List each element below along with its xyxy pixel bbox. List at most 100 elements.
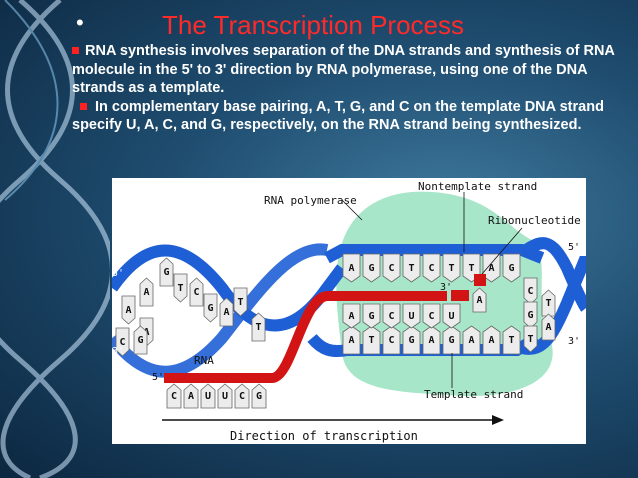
template-base: T <box>508 335 514 346</box>
rna-tail-base: A <box>188 391 194 402</box>
template-base: T <box>368 335 374 346</box>
nontemplate-base: T <box>468 263 474 274</box>
rna-bubble-base-tile <box>442 303 461 329</box>
nontemplate-base: A <box>348 263 354 274</box>
square-bullet-icon <box>72 47 79 54</box>
body-text: RNA synthesis involves separation of the… <box>72 42 622 135</box>
left-helix-base: C <box>119 337 125 348</box>
rna-bubble-base: G <box>368 311 374 322</box>
template-base: C <box>388 335 394 346</box>
dna-helix-decoration-icon <box>0 0 110 478</box>
slide-title: The Transcription Process <box>162 10 465 40</box>
rna-bubble-base: C <box>428 311 434 322</box>
rna-strand <box>164 291 447 383</box>
paragraph-2-text: In complementary base pairing, A, T, G, … <box>72 98 604 134</box>
rna-bubble-base-tile <box>402 303 421 329</box>
rna-tail-base: G <box>256 391 262 402</box>
rna-tail-base: C <box>239 391 245 402</box>
template-base: G <box>408 335 414 346</box>
nontemplate-base-tile <box>362 253 381 283</box>
right-helix-base: G <box>527 310 533 321</box>
left-helix-base-tile <box>139 277 154 307</box>
left-helix-base: A <box>143 287 149 298</box>
nontemplate-base: G <box>368 263 374 274</box>
ribonucleotide-marker <box>474 274 486 286</box>
left-helix-base-tile <box>251 312 266 342</box>
rna-tail-base-tile <box>217 383 233 409</box>
template-base: A <box>428 335 434 346</box>
label-rna-3prime: 3' <box>440 282 452 293</box>
left-helix-base: C <box>193 287 199 298</box>
nontemplate-base-tile <box>342 253 361 283</box>
rna-tail-base-tile <box>183 383 199 409</box>
dna-strand-right-bottom <box>520 254 586 355</box>
leader-rna-polymerase <box>341 199 363 221</box>
rna-bubble-base-tile <box>362 303 381 329</box>
nontemplate-base-tile <box>382 253 401 283</box>
left-helix-base-tile <box>189 277 204 307</box>
left-helix-base-tile <box>173 273 188 303</box>
left-helix-base: A <box>223 307 229 318</box>
transcription-diagram: AAAGTCGATTCGAGCTCTTAGATCGAGAATAGCUCUCTGA… <box>112 178 586 444</box>
right-helix-base-tile <box>541 313 556 341</box>
rna-tail-base: U <box>205 391 211 402</box>
left-helix-base: T <box>255 322 261 333</box>
label-template-strand: Template strand <box>424 388 523 401</box>
template-base: G <box>448 335 454 346</box>
rna-tail-base: C <box>171 391 177 402</box>
label-nontemplate-strand: Nontemplate strand <box>418 180 537 193</box>
template-base-tile <box>502 325 521 355</box>
right-helix-base: T <box>527 334 533 345</box>
left-helix-base-tile <box>203 293 218 323</box>
nontemplate-base-tile <box>422 253 441 283</box>
template-base-tile <box>482 325 501 355</box>
nontemplate-base: T <box>408 263 414 274</box>
paragraph-1-text: RNA synthesis involves separation of the… <box>72 43 615 96</box>
right-helix-base-tile <box>523 277 538 305</box>
left-helix-base: A <box>125 305 131 316</box>
left-helix-base-tile <box>115 327 130 357</box>
ribonucleotide-base-tile <box>472 287 487 313</box>
right-helix-base-tile <box>541 289 556 317</box>
dna-strand-left-top <box>112 244 347 332</box>
label-rna-5prime: 5' <box>152 372 164 383</box>
right-helix-base: C <box>527 286 533 297</box>
left-helix-base-tile <box>159 257 174 287</box>
rna-bubble-base: U <box>448 311 454 322</box>
left-helix-base: G <box>163 267 169 278</box>
paragraph-1: RNA synthesis involves separation of the… <box>72 42 622 98</box>
rna-bubble-base-tile <box>422 303 441 329</box>
nontemplate-base-tile <box>442 253 461 283</box>
right-helix-base-tile <box>523 301 538 329</box>
rna-tail-base: U <box>222 391 228 402</box>
label-rna: RNA <box>194 354 214 367</box>
nontemplate-base-tile <box>502 253 521 283</box>
rna-bubble-base: A <box>348 311 354 322</box>
paragraph-2: In complementary base pairing, A, T, G, … <box>72 98 622 135</box>
label-direction: Direction of transcription <box>230 429 418 443</box>
nontemplate-base: C <box>388 263 394 274</box>
template-base: A <box>488 335 494 346</box>
dna-strand-left-bottom <box>112 243 329 378</box>
template-base: A <box>348 335 354 346</box>
nontemplate-strand <box>324 244 545 264</box>
rna-bubble-base-tile <box>382 303 401 329</box>
leader-ribonucleotide <box>481 227 523 275</box>
label-5prime-right: 5' <box>568 242 580 253</box>
template-base: A <box>468 335 474 346</box>
left-helix-base-tile <box>133 325 148 355</box>
ribonucleotide-base: A <box>476 295 482 306</box>
left-helix-base: G <box>207 303 213 314</box>
left-helix-base-tile <box>121 295 136 325</box>
rna-tail-base-tile <box>200 383 216 409</box>
rna-tail-base-tile <box>251 383 267 409</box>
label-3prime-right: 3' <box>568 336 580 347</box>
transcription-figure: AAAGTCGATTCGAGCTCTTAGATCGAGAATAGCUCUCTGA… <box>112 178 586 444</box>
right-helix-base: A <box>545 322 551 333</box>
left-helix-base: T <box>177 283 183 294</box>
label-rna-polymerase: RNA polymerase <box>264 194 357 207</box>
rna-tail-base-tile <box>234 383 250 409</box>
label-5prime-left: 5' <box>112 268 124 279</box>
template-base-tile <box>462 325 481 355</box>
